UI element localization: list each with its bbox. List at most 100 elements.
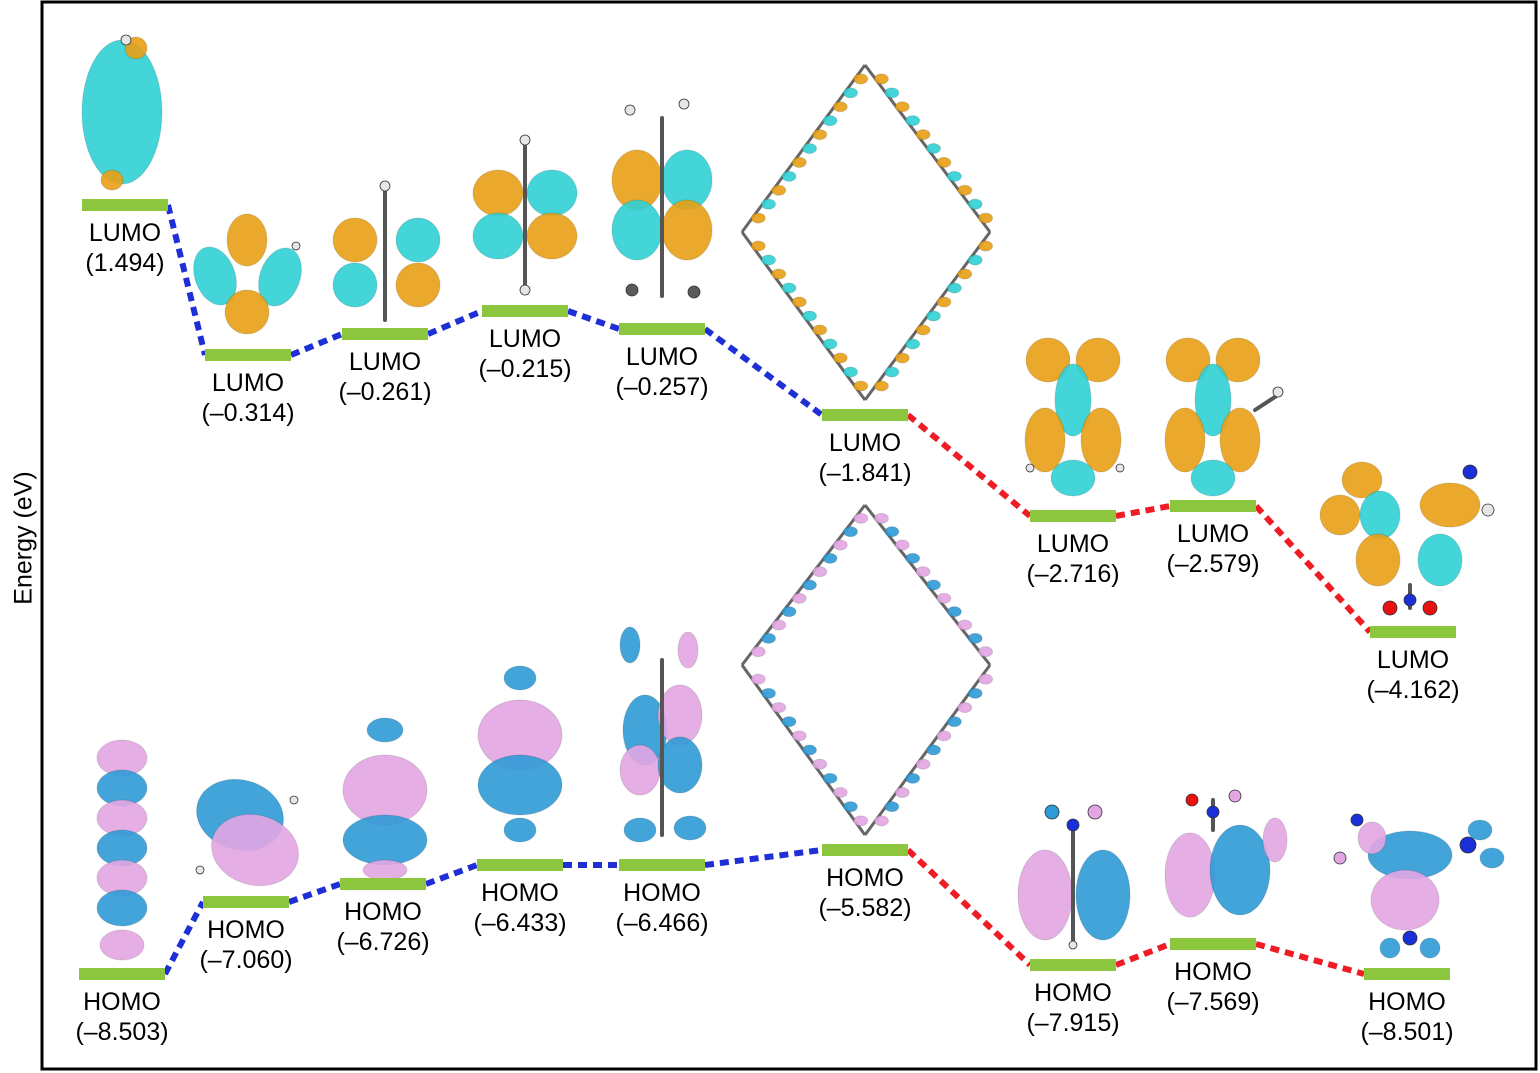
framework-lobe — [978, 646, 994, 658]
homo-orbital-7 — [1017, 804, 1131, 950]
lumo-level-value-6: (–1.841) — [818, 459, 911, 487]
lumo-level-value-7: (–2.716) — [1026, 560, 1119, 588]
pink-lobe — [362, 859, 408, 881]
pink-lobe — [211, 813, 299, 887]
oxygen-atom — [1382, 600, 1398, 616]
homo-orbital-5 — [619, 626, 707, 843]
homo-level-bar-7 — [1030, 959, 1116, 971]
lumo-level-label-9: LUMO — [1377, 646, 1449, 674]
framework-lobe — [832, 352, 848, 364]
homo-orbital-3 — [342, 717, 428, 881]
framework-lobe — [812, 324, 828, 336]
homo-level-bar-3 — [340, 878, 426, 890]
framework-lobe — [926, 310, 941, 322]
framework-lobe — [781, 716, 797, 728]
framework-lobe — [812, 758, 828, 770]
cyan-lobe — [81, 39, 163, 185]
framework-lobe — [812, 129, 828, 141]
lumo-connector-2 — [289, 331, 344, 358]
homo-level-value-7: (–7.915) — [1026, 1009, 1119, 1037]
lumo-level-value-4: (–0.215) — [478, 355, 571, 383]
orange-lobe — [1215, 337, 1261, 383]
framework-lobe — [781, 170, 797, 182]
lumo-orbital-6 — [740, 64, 994, 401]
homo-connector-7 — [1114, 941, 1172, 968]
lumo-orbital-3 — [332, 180, 441, 322]
framework-lobe — [884, 87, 900, 99]
framework-lobe — [957, 619, 973, 631]
lumo-level-value-2: (–0.314) — [201, 399, 294, 427]
framework-lobe — [761, 198, 776, 210]
framework-lobe — [894, 787, 910, 798]
framework-lobe — [771, 184, 787, 196]
oxygen-lobe — [1228, 789, 1242, 803]
framework-lobe — [873, 73, 889, 85]
framework-lobe — [967, 687, 983, 699]
orange-lobe — [1319, 494, 1361, 536]
lumo-orbital-4 — [472, 134, 578, 296]
framework-lobe — [832, 787, 848, 798]
orange-lobe — [1025, 337, 1071, 383]
pink-lobe — [619, 744, 661, 796]
framework-lobe — [853, 73, 869, 85]
blue-lobe — [1379, 937, 1401, 959]
framework-lobe — [802, 579, 817, 591]
orbital-illustrations — [81, 34, 1505, 961]
orange-lobe — [1024, 407, 1066, 473]
orange-lobe — [1419, 482, 1481, 528]
homo-level-bar-1 — [79, 968, 165, 980]
framework-lobe — [843, 526, 858, 538]
lumo-level-bar-4 — [482, 305, 568, 317]
framework-lobe — [946, 170, 962, 182]
framework-lobe — [946, 282, 962, 294]
framework-lobe — [791, 730, 807, 742]
homo-level-bar-2 — [203, 896, 289, 908]
homo-level-value-6: (–5.582) — [818, 894, 911, 922]
framework-lobe — [915, 758, 931, 770]
nitrogen-atom — [1350, 813, 1364, 827]
homo-level-bar-5 — [619, 859, 705, 871]
lumo-level-value-1: (1.494) — [85, 249, 164, 277]
lumo-level-value-3: (–0.261) — [338, 378, 431, 406]
framework-lobe — [771, 619, 787, 631]
framework-lobe — [832, 101, 848, 113]
carbon-atom — [625, 283, 639, 297]
framework-lobe — [822, 115, 838, 127]
framework-lobe — [873, 380, 889, 392]
orange-lobe — [1355, 533, 1401, 587]
blue-lobe — [342, 814, 428, 866]
pink-lobe — [99, 929, 145, 961]
homo-orbital-9 — [1333, 813, 1505, 959]
cyan-lobe — [1054, 363, 1092, 437]
homo-level-value-9: (–8.501) — [1360, 1018, 1453, 1046]
blue-lobe — [657, 736, 703, 794]
homo-connector-2 — [288, 881, 341, 905]
orange-lobe — [526, 212, 578, 260]
orange-lobe — [1075, 337, 1121, 383]
framework-lobe — [957, 702, 973, 713]
framework-lobe — [978, 673, 994, 685]
pink-lobe — [1262, 817, 1288, 863]
nitrogen-atom — [1459, 836, 1477, 854]
homo-level-bar-8 — [1170, 938, 1256, 950]
homo-connector-3 — [424, 862, 479, 887]
homo-level-label-4: HOMO — [481, 879, 559, 907]
framework-lobe — [957, 268, 973, 280]
blue-lobe — [623, 817, 657, 843]
lumo-level-bar-3 — [342, 328, 428, 340]
blue-lobe — [503, 665, 537, 691]
lumo-level-bar-5 — [619, 323, 705, 335]
hydrogen-atom — [1272, 386, 1284, 398]
oxygen-lobe — [1044, 804, 1060, 820]
homo-level-bar-9 — [1364, 968, 1450, 980]
pink-lobe — [677, 631, 699, 669]
lumo-level-bar-8 — [1170, 500, 1256, 512]
framework-lobe — [926, 579, 941, 591]
homo-level-value-4: (–6.433) — [473, 909, 566, 937]
framework-lobe — [884, 366, 900, 378]
nitrogen-atom — [1206, 805, 1220, 819]
lumo-level-label-2: LUMO — [212, 369, 284, 397]
homo-connector-5 — [704, 847, 823, 868]
lumo-level-label-1: LUMO — [89, 219, 161, 247]
